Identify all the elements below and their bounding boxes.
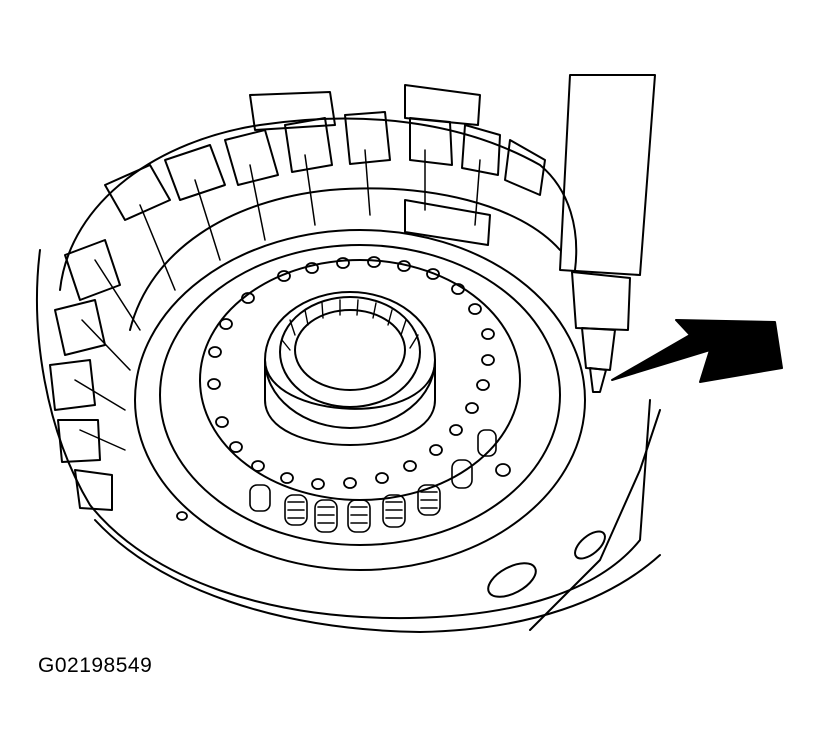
clutch-rim-outer [59,117,578,291]
housing-side-port [574,530,606,560]
hub-sleeve [264,359,436,446]
housing-outer-wall [36,249,651,620]
hub-splines [281,299,419,351]
retainer-plate-inner [199,259,521,501]
callout-arrow-icon [611,319,783,383]
housing-lower-edge [94,519,661,633]
retainer-plate-outer [134,229,586,571]
clutch-tab-slots [74,149,481,451]
tool-point [589,367,607,393]
retainer-bolt-holes [176,256,511,521]
housing-side-slot [529,409,661,631]
tool-shaft [559,74,656,276]
tool-tip [581,327,616,371]
clutch-tabs [49,84,546,511]
housing-oil-port [487,562,537,598]
figure-code: G02198549 [38,654,153,677]
return-springs [249,429,497,533]
hub-splined-ring [279,296,421,408]
tool-collar [571,271,631,331]
retainer-plate-step [159,244,561,546]
hub-bore [294,309,406,391]
clutch-rim-inner [129,187,561,331]
clutch-housing-drawing [36,74,783,633]
